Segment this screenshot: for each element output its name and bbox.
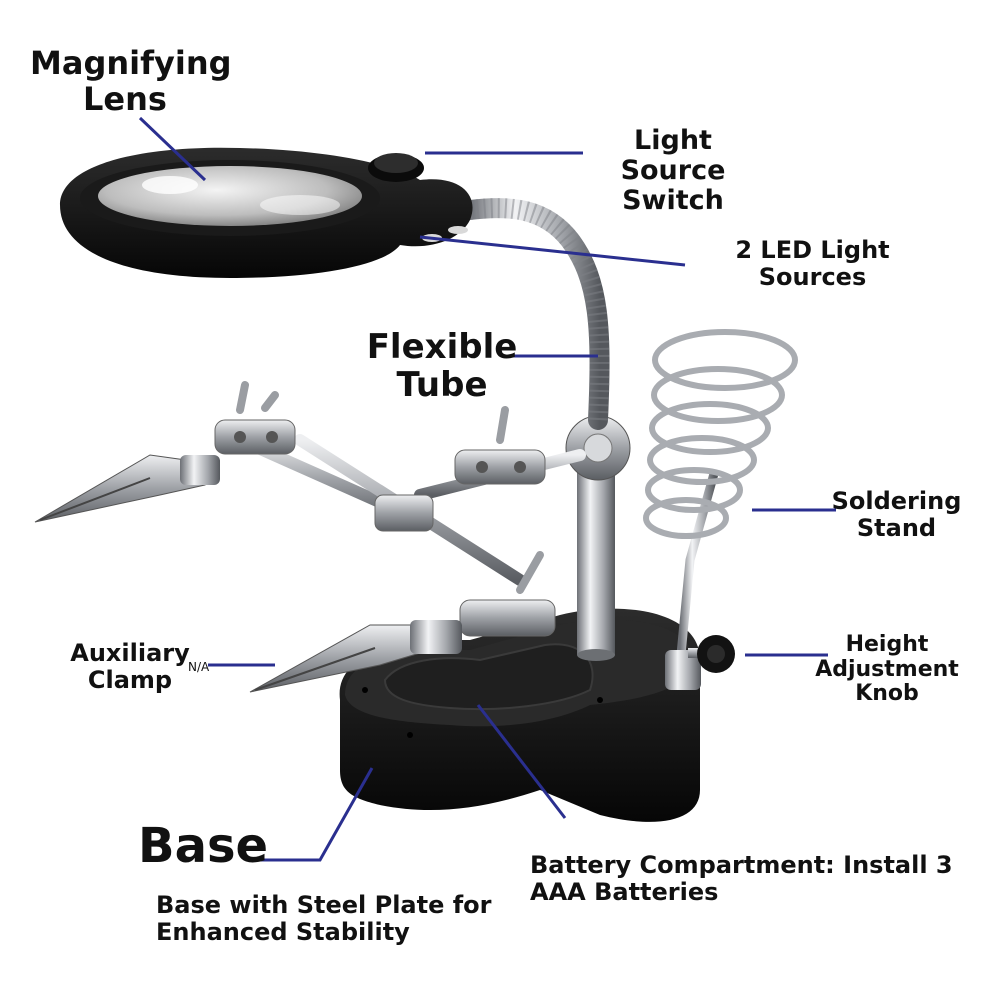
height-adjustment-knob (688, 635, 735, 673)
leader-battery-compartment (476, 704, 567, 819)
na-mark: N/A (188, 660, 210, 674)
label-soldering-stand: Soldering Stand (831, 487, 962, 542)
light-source-switch (368, 153, 424, 182)
label-flexible-tube: Flexible Tube (366, 327, 518, 406)
label-auxiliary-clamp: Auxiliary Clamp (70, 639, 190, 694)
label-height-adjustment-knob: Height Adjustment Knob (815, 632, 959, 707)
auxiliary-clamp (249, 620, 462, 693)
leader-led-light-sources (419, 235, 686, 267)
label-base-description: Base with Steel Plate for Enhanced Stabi… (156, 891, 492, 946)
leader-base (258, 767, 374, 862)
label-battery-compartment: Battery Compartment: Install 3 AAA Batte… (530, 851, 953, 906)
label-led-light-sources: 2 LED Light Sources (735, 236, 890, 291)
magnifying-lens (60, 147, 473, 278)
leader-lines (138, 116, 836, 862)
flexible-tube (460, 198, 610, 430)
leader-magnifying-lens (138, 116, 207, 182)
alligator-clip-upper (34, 454, 220, 523)
helping-hands-arms (214, 381, 586, 637)
vertical-post (565, 415, 631, 661)
label-light-source-switch: Light Source Switch (620, 125, 726, 217)
label-base: Base (138, 818, 269, 874)
soldering-stand (643, 329, 798, 690)
label-magnifying-lens: Magnifying Lens (30, 44, 232, 118)
